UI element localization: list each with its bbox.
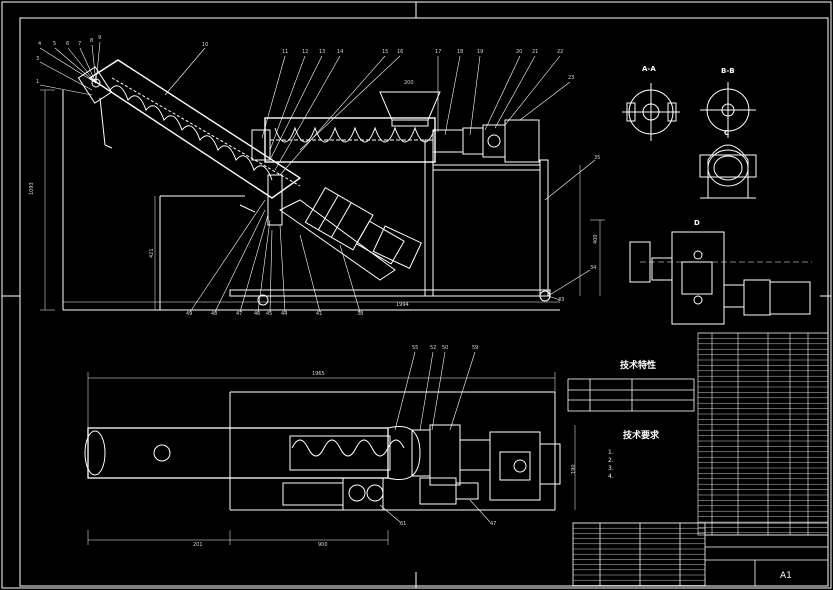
part-no-10: 10 — [202, 42, 209, 48]
elevation-view — [39, 41, 605, 313]
dim-hopper: 200 — [404, 80, 414, 86]
dim-width-bottom: 1994 — [396, 302, 409, 308]
part-no-59: 59 — [472, 345, 479, 351]
part-no-49: 49 — [186, 311, 193, 317]
part-no-50: 50 — [442, 345, 449, 351]
dim-plan-height: 190 — [571, 464, 577, 474]
part-no-20: 20 — [516, 49, 523, 55]
tech-specs-title: 技术特性 — [620, 361, 657, 371]
part-no-11: 11 — [282, 49, 289, 55]
plan-view — [84, 351, 576, 545]
tech-requirements-title: 技术要求 — [623, 431, 660, 441]
part-no-47-plan: 47 — [490, 521, 497, 527]
dim-plan-length: 1965 — [312, 371, 325, 377]
part-no-47: 47 — [236, 311, 243, 317]
part-no-15: 15 — [382, 49, 389, 55]
part-no-21: 21 — [532, 49, 539, 55]
part-no-14: 14 — [337, 49, 344, 55]
part-no-61: 61 — [400, 521, 407, 527]
section-bb — [700, 82, 756, 138]
part-no-5: 5 — [53, 41, 57, 47]
tech-spec-table — [567, 378, 695, 412]
part-no-7: 7 — [78, 41, 82, 47]
tech-req-item-1: 1. — [608, 449, 614, 456]
part-no-23: 23 — [568, 75, 575, 81]
part-no-18: 18 — [457, 49, 464, 55]
part-no-22: 22 — [557, 49, 564, 55]
dim-elev-total: 1093 — [29, 182, 35, 195]
part-no-19: 19 — [477, 49, 484, 55]
tech-req-item-3: 3. — [608, 465, 614, 472]
title-block-rows — [573, 522, 705, 586]
part-no-35: 35 — [594, 155, 601, 161]
section-c — [699, 144, 757, 199]
part-no-33: 33 — [558, 297, 565, 303]
part-no-3: 3 — [36, 56, 40, 62]
section-aa — [622, 83, 680, 141]
tech-req-item-4: 4. — [608, 473, 614, 480]
part-no-13: 13 — [319, 49, 326, 55]
section-bb-label: B-B — [721, 67, 735, 75]
part-no-4: 4 — [38, 41, 42, 47]
part-no-16: 16 — [397, 49, 404, 55]
part-no-55: 55 — [412, 345, 419, 351]
dim-plan-left: 201 — [193, 542, 203, 548]
part-no-48: 48 — [211, 311, 218, 317]
dim-elev-right: 400 — [593, 234, 599, 244]
part-no-41: 41 — [316, 311, 323, 317]
parts-list — [697, 332, 829, 536]
part-no-12: 12 — [302, 49, 309, 55]
part-no-46: 46 — [254, 311, 261, 317]
section-d-label: D — [694, 219, 700, 227]
parts-list-rows — [698, 332, 828, 533]
part-no-9: 9 — [98, 35, 102, 41]
part-no-1: 1 — [36, 79, 40, 85]
section-aa-label: A-A — [642, 65, 656, 73]
part-no-52: 52 — [430, 345, 437, 351]
part-no-44: 44 — [281, 311, 288, 317]
part-no-38: 38 — [357, 311, 364, 317]
section-d-drive — [629, 231, 812, 325]
sheet-size-label: A1 — [780, 571, 792, 581]
part-no-6: 6 — [66, 41, 70, 47]
dim-elev-main: 421 — [149, 248, 155, 258]
part-no-45: 45 — [266, 311, 273, 317]
part-no-17: 17 — [435, 49, 442, 55]
part-no-34: 34 — [590, 265, 597, 271]
tech-req-item-2: 2. — [608, 457, 614, 464]
dim-plan-mid: 900 — [318, 542, 328, 548]
inner-border — [19, 17, 829, 587]
part-no-8: 8 — [90, 38, 94, 44]
section-c-label: C — [724, 129, 730, 137]
